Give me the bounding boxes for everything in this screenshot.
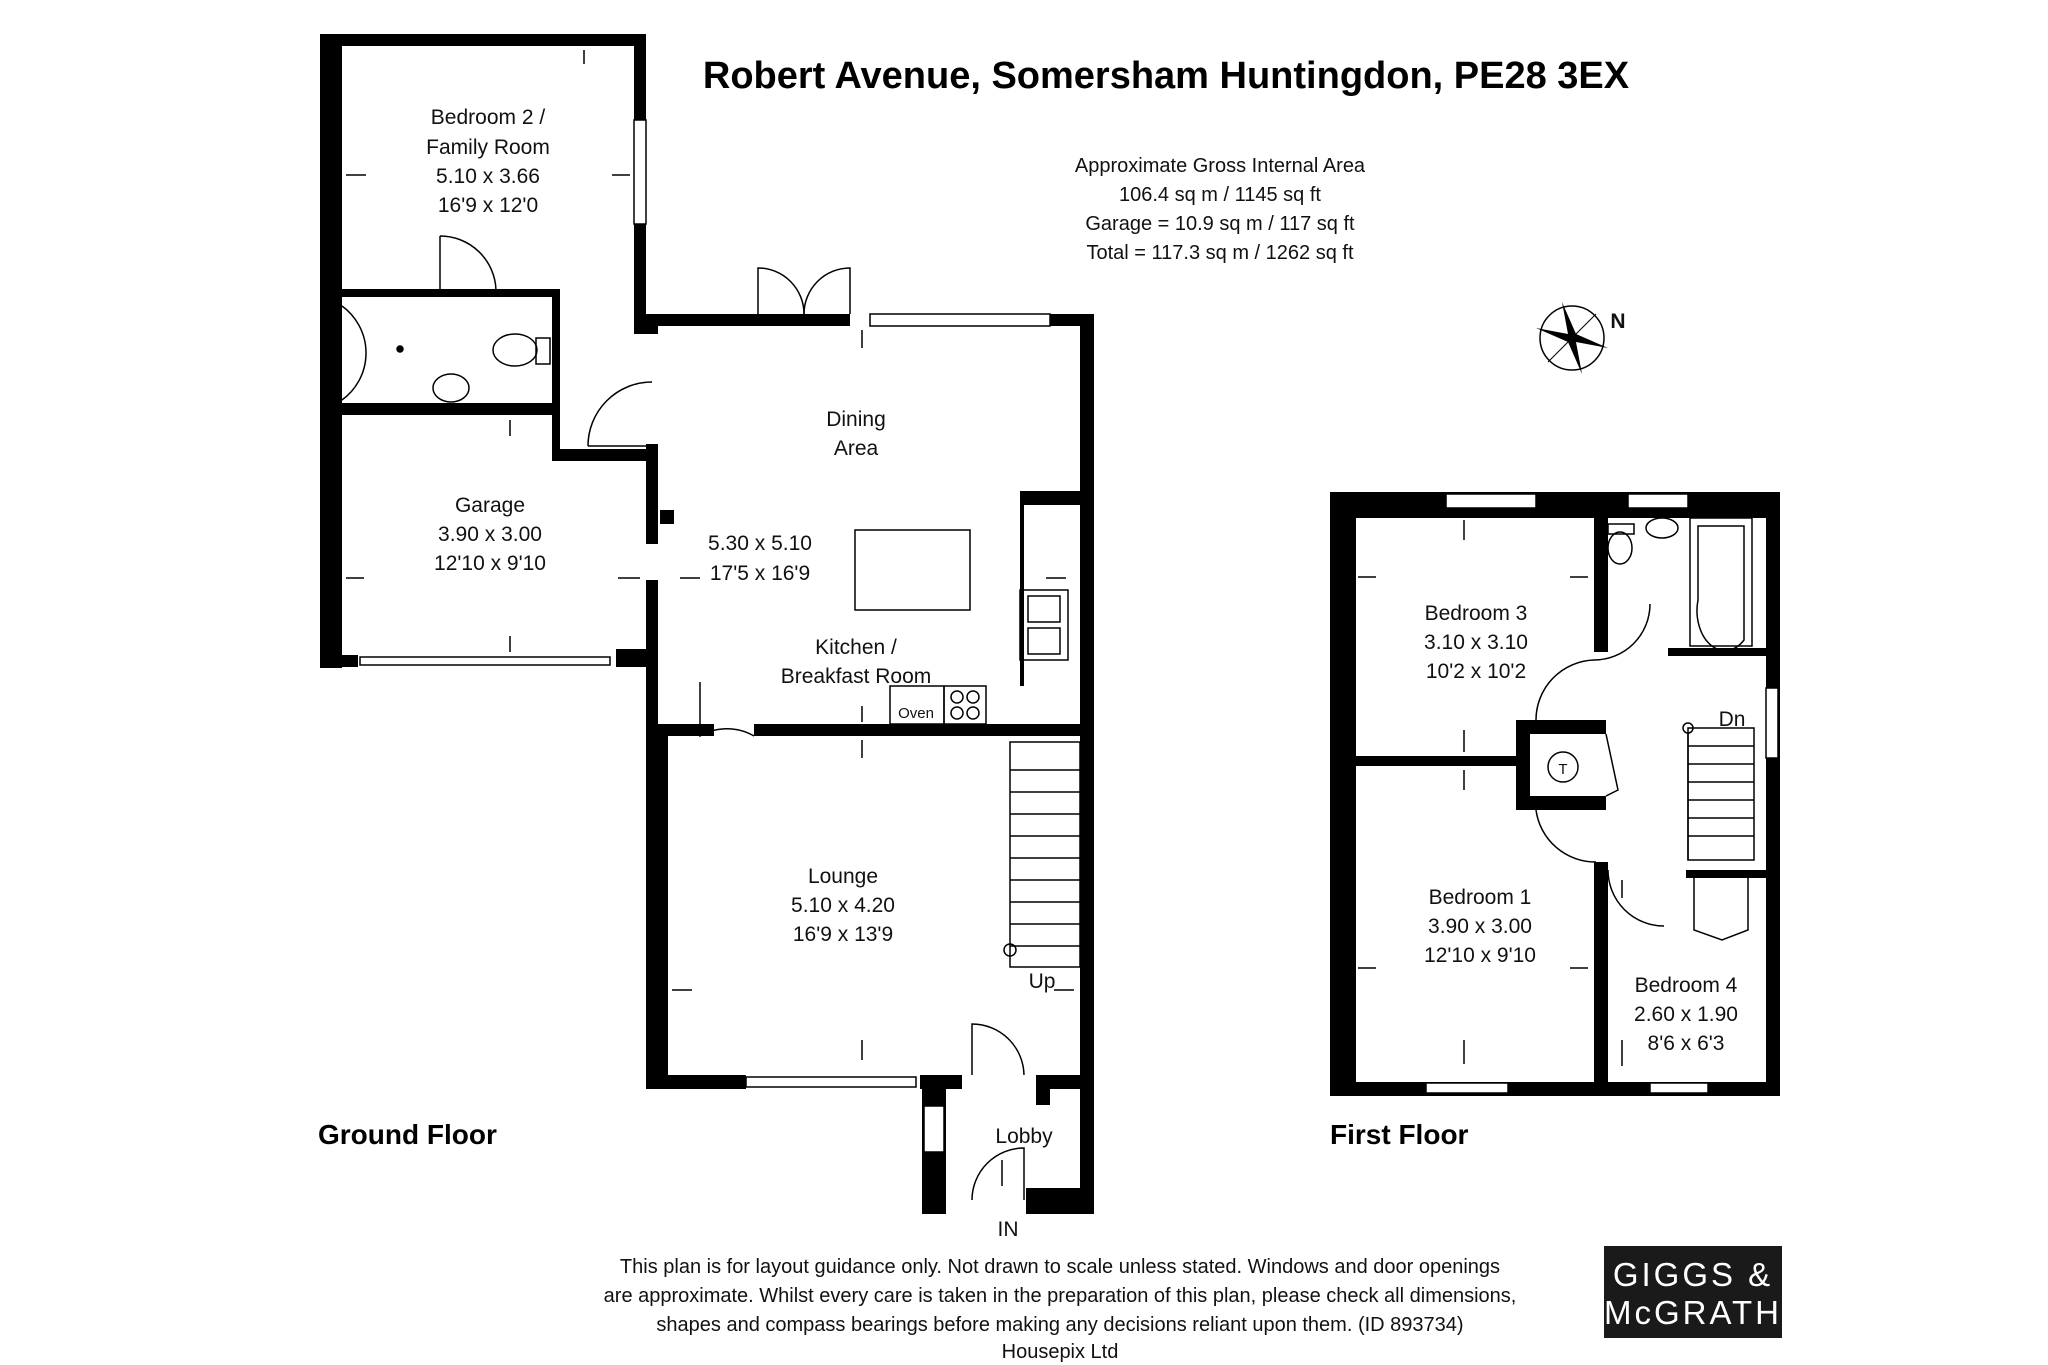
disclaimer-line-4: Housepix Ltd: [1002, 1341, 1119, 1363]
kitchen-metric: 5.30 x 5.10: [708, 532, 812, 555]
stairs-up-label: Up: [1029, 970, 1056, 993]
area-line-4: Total = 117.3 sq m / 1262 sq ft: [1086, 242, 1353, 264]
bedroom2-label-2: Family Room: [426, 136, 550, 159]
bedroom4-label: Bedroom 4: [1635, 974, 1738, 997]
area-line-3: Garage = 10.9 sq m / 117 sq ft: [1085, 213, 1355, 235]
entrance-in-label: IN: [998, 1218, 1019, 1241]
garage-metric: 3.90 x 3.00: [438, 523, 542, 546]
first-floor-label: First Floor: [1330, 1119, 1469, 1150]
disclaimer-line-1: This plan is for layout guidance only. N…: [620, 1256, 1500, 1278]
ground-floor-walls: [320, 34, 1094, 1214]
kitchen-imperial: 17'5 x 16'9: [710, 562, 810, 585]
garage-imperial: 12'10 x 9'10: [434, 552, 546, 575]
ground-staircase: [1003, 741, 1081, 968]
compass-north-label: N: [1610, 310, 1625, 333]
lounge-label: Lounge: [808, 865, 878, 888]
area-line-2: 106.4 sq m / 1145 sq ft: [1119, 184, 1321, 206]
bedroom4-imperial: 8'6 x 6'3: [1648, 1032, 1725, 1055]
ground-floor-windows: [359, 119, 1051, 1153]
tank-label: T: [1558, 761, 1567, 778]
airing-cupboard-tank: [1547, 751, 1579, 783]
area-line-1: Approximate Gross Internal Area: [1075, 155, 1366, 177]
first-floor-staircase: [1682, 722, 1755, 861]
lounge-metric: 5.10 x 4.20: [791, 894, 895, 917]
property-address-title: Robert Avenue, Somersham Huntingdon, PE2…: [703, 55, 1630, 97]
bedroom3-label: Bedroom 3: [1425, 602, 1528, 625]
logo-line-1: GIGGS &: [1613, 1256, 1773, 1293]
garage-label: Garage: [455, 494, 525, 517]
dimension-arrows: [346, 50, 1623, 1186]
first-floor-windows: [1425, 493, 1779, 1094]
disclaimer-line-3: shapes and compass bearings before makin…: [656, 1314, 1463, 1336]
dining-label-2: Area: [834, 437, 879, 460]
bedroom1-metric: 3.90 x 3.00: [1428, 915, 1532, 938]
dining-label: Dining: [826, 408, 886, 431]
ground-floor-label: Ground Floor: [318, 1119, 497, 1150]
kitchen-fixtures: [854, 529, 1069, 725]
bedroom2-imperial: 16'9 x 12'0: [438, 194, 538, 217]
ground-floor-doors: [439, 235, 1025, 1201]
bedroom2-metric: 5.10 x 3.66: [436, 165, 540, 188]
giggs-mcgrath-logo: GIGGS & McGRATH: [1604, 1246, 1782, 1338]
bedroom3-imperial: 10'2 x 10'2: [1426, 660, 1526, 683]
bathroom-fixtures-first: [1607, 517, 1753, 652]
stairs-down-label: Dn: [1719, 708, 1746, 731]
first-floor-doors: [1535, 603, 1749, 941]
logo-line-2: McGRATH: [1604, 1294, 1782, 1331]
kitchen-label: Kitchen /: [815, 636, 897, 659]
shower-room-fixtures: [341, 305, 551, 403]
bedroom3-metric: 3.10 x 3.10: [1424, 631, 1528, 654]
bedroom1-label: Bedroom 1: [1429, 886, 1532, 909]
compass-rose-icon: [1536, 302, 1608, 374]
lounge-imperial: 16'9 x 13'9: [793, 923, 893, 946]
oven-label: Oven: [898, 705, 934, 722]
disclaimer-line-2: are approximate. Whilst every care is ta…: [604, 1285, 1517, 1307]
bedroom4-metric: 2.60 x 1.90: [1634, 1003, 1738, 1026]
kitchen-label-2: Breakfast Room: [781, 665, 932, 688]
lobby-label: Lobby: [995, 1125, 1053, 1148]
bedroom1-imperial: 12'10 x 9'10: [1424, 944, 1536, 967]
bedroom2-label: Bedroom 2 /: [431, 106, 546, 129]
